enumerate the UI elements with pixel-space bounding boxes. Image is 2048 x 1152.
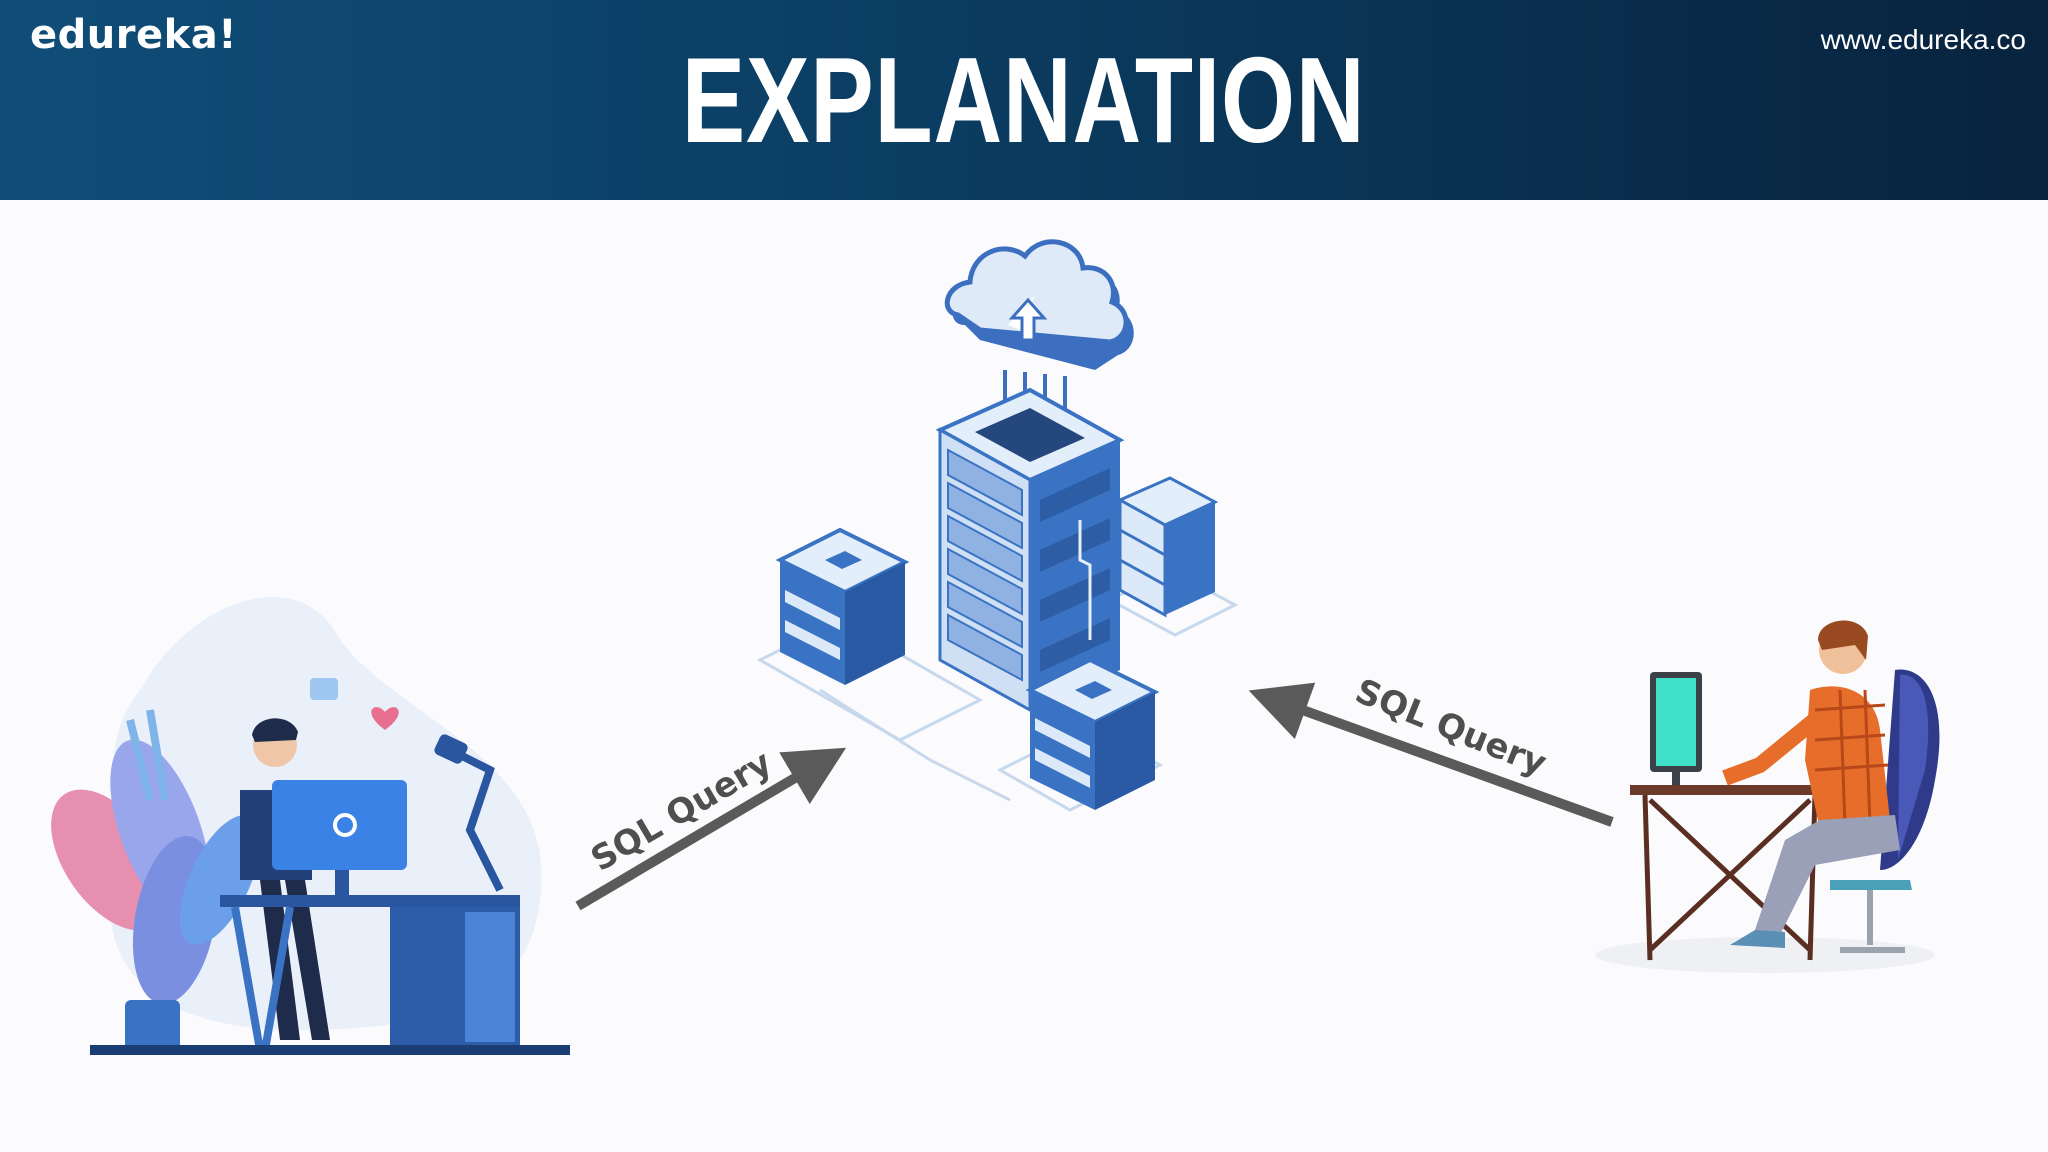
- slide-title: EXPLANATION: [681, 32, 1366, 168]
- right-query-arrow: [1248, 682, 1614, 827]
- query-arrows: SQL Query SQL Query: [575, 671, 1614, 911]
- database-server-icon: [756, 239, 1239, 812]
- header-bar: edureka! EXPLANATION www.edureka.co: [0, 0, 2048, 200]
- brand-logo[interactable]: edureka!: [30, 12, 237, 58]
- developer-at-desk-icon: [1595, 620, 1940, 973]
- left-arrow-label: SQL Query: [584, 743, 778, 880]
- left-query-arrow: [575, 747, 847, 911]
- user-at-desk-icon: [51, 596, 570, 1055]
- cloud-upload-icon: [944, 239, 1134, 440]
- site-url-link[interactable]: www.edureka.co: [1820, 24, 2026, 55]
